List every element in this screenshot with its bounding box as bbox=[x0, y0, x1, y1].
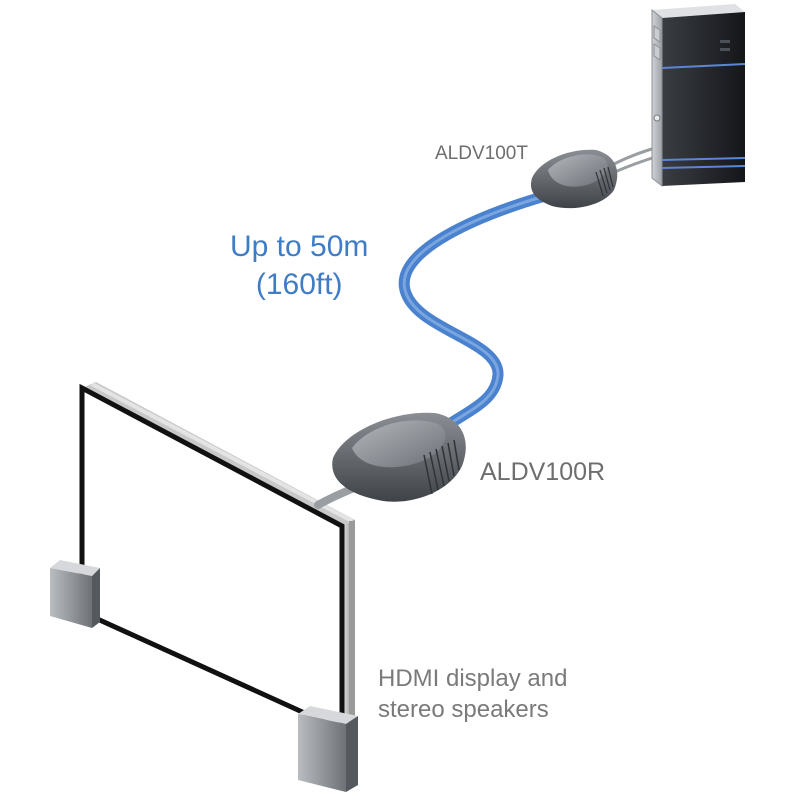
speaker-icon bbox=[298, 706, 358, 792]
distance-label: Up to 50m (160ft) bbox=[230, 228, 368, 304]
hdmi-display-icon bbox=[79, 382, 355, 734]
distance-line-2: (160ft) bbox=[255, 268, 343, 301]
transmitter-unit-icon bbox=[530, 149, 618, 209]
speaker-icon bbox=[50, 560, 100, 628]
display-line-2: stereo speakers bbox=[378, 696, 549, 723]
distance-line-1: Up to 50m bbox=[230, 230, 369, 263]
receiver-label: ALDV100R bbox=[480, 458, 606, 486]
computer-tower-icon bbox=[651, 4, 746, 188]
display-label: HDMI display and stereo speakers bbox=[378, 663, 567, 725]
receiver-unit-icon bbox=[332, 412, 466, 502]
display-line-1: HDMI display and bbox=[378, 665, 568, 692]
transmitter-label: ALDV100T bbox=[435, 143, 528, 164]
extension-cable bbox=[398, 190, 551, 431]
